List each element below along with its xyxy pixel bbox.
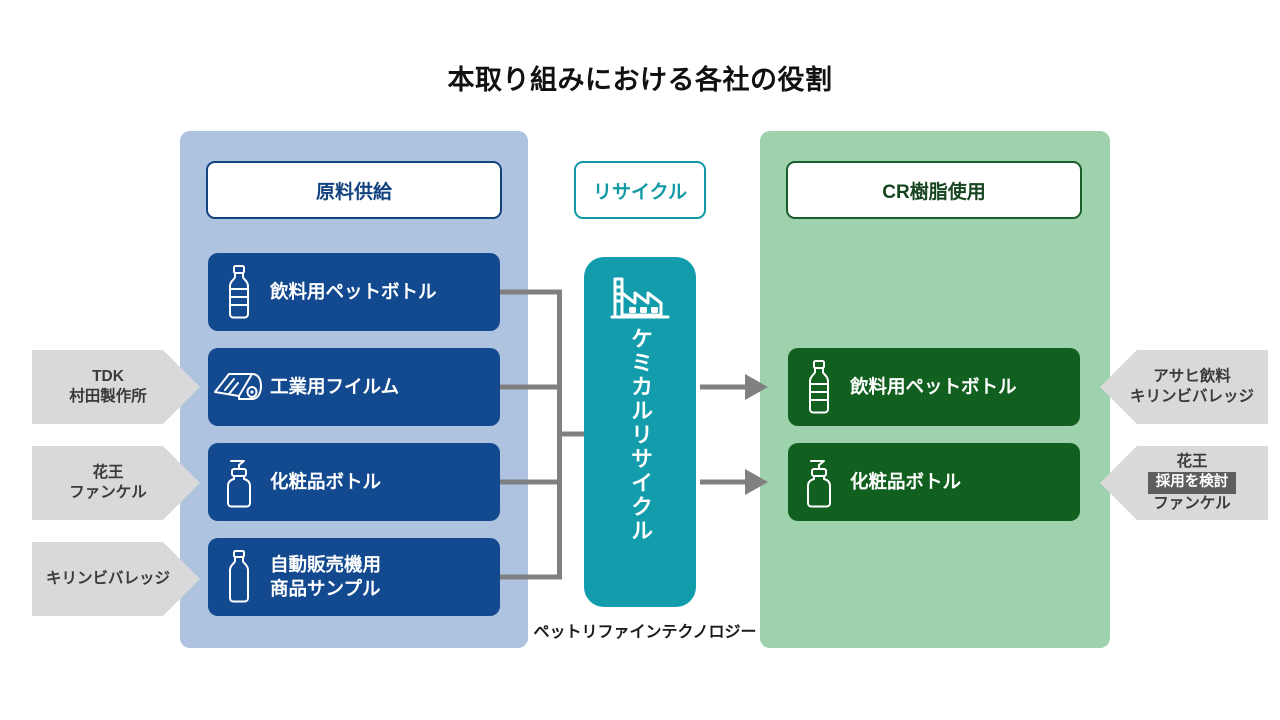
pet-bottle-icon <box>788 359 850 415</box>
page-title: 本取り組みにおける各社の役割 <box>447 65 833 95</box>
supplier-chevron-3: キリンビバレッジ <box>32 542 200 616</box>
chemical-recycle-label: ケミカルリサイクル <box>628 327 653 543</box>
supplier-line: キリンビバレッジ <box>45 569 170 587</box>
supply-item-industrial-film[interactable]: 工業用フイルム <box>208 348 500 426</box>
customer-line: キリンビバレッジ <box>1129 388 1254 405</box>
supply-header-chip: 原料供給 <box>206 161 502 219</box>
customer-line: ファンケル <box>1153 494 1231 512</box>
film-roll-icon <box>208 366 270 408</box>
use-header-label: CR樹脂使用 <box>882 181 986 203</box>
use-item-beverage-pet-bottle[interactable]: 飲料用ペットボトル <box>788 348 1080 426</box>
customer-line: 花王 <box>1176 453 1208 471</box>
supplier-chevron-2: 花王 ファンケル <box>32 446 200 520</box>
supply-item-label: 自動販売機用 商品サンプル <box>270 554 382 599</box>
use-header-chip: CR樹脂使用 <box>786 161 1082 219</box>
supplier-line: 花王 <box>92 463 124 481</box>
supply-item-cosmetic-bottle[interactable]: 化粧品ボトル <box>208 443 500 521</box>
use-item-cosmetic-bottle[interactable]: 化粧品ボトル <box>788 443 1080 521</box>
sample-bottle-icon <box>208 549 270 605</box>
supply-item-vending-sample[interactable]: 自動販売機用 商品サンプル <box>208 538 500 616</box>
status-badge: 採用を検討 <box>1147 472 1237 494</box>
supply-header-label: 原料供給 <box>315 181 392 203</box>
supply-item-label: 飲料用ペットボトル <box>270 281 437 303</box>
supplier-line: 村田製作所 <box>69 388 147 405</box>
supplier-chevron-1: TDK 村田製作所 <box>32 350 200 424</box>
supplier-line: TDK <box>92 367 124 385</box>
factory-icon <box>609 271 671 321</box>
customer-chevron-1: アサヒ飲料 キリンビバレッジ <box>1100 350 1268 424</box>
customer-chevron-2: 花王 採用を検討 ファンケル <box>1100 446 1268 520</box>
recycle-header-chip: リサイクル <box>574 161 706 219</box>
recycle-header-label: リサイクル <box>592 181 688 203</box>
supply-item-beverage-pet-bottle[interactable]: 飲料用ペットボトル <box>208 253 500 331</box>
use-item-label: 飲料用ペットボトル <box>850 376 1017 398</box>
recycle-company-caption: ペットリファインテクノロジー <box>533 624 757 641</box>
pump-bottle-icon <box>208 455 270 509</box>
supply-item-label: 工業用フイルム <box>270 376 400 398</box>
use-item-label: 化粧品ボトル <box>850 471 962 493</box>
chemical-recycle-box[interactable]: ケミカルリサイクル <box>584 257 696 607</box>
supplier-line: ファンケル <box>69 484 147 501</box>
supply-item-label: 化粧品ボトル <box>270 471 382 493</box>
customer-line: アサヒ飲料 <box>1153 367 1231 385</box>
pump-bottle-icon <box>788 455 850 509</box>
pet-bottle-icon <box>208 264 270 320</box>
